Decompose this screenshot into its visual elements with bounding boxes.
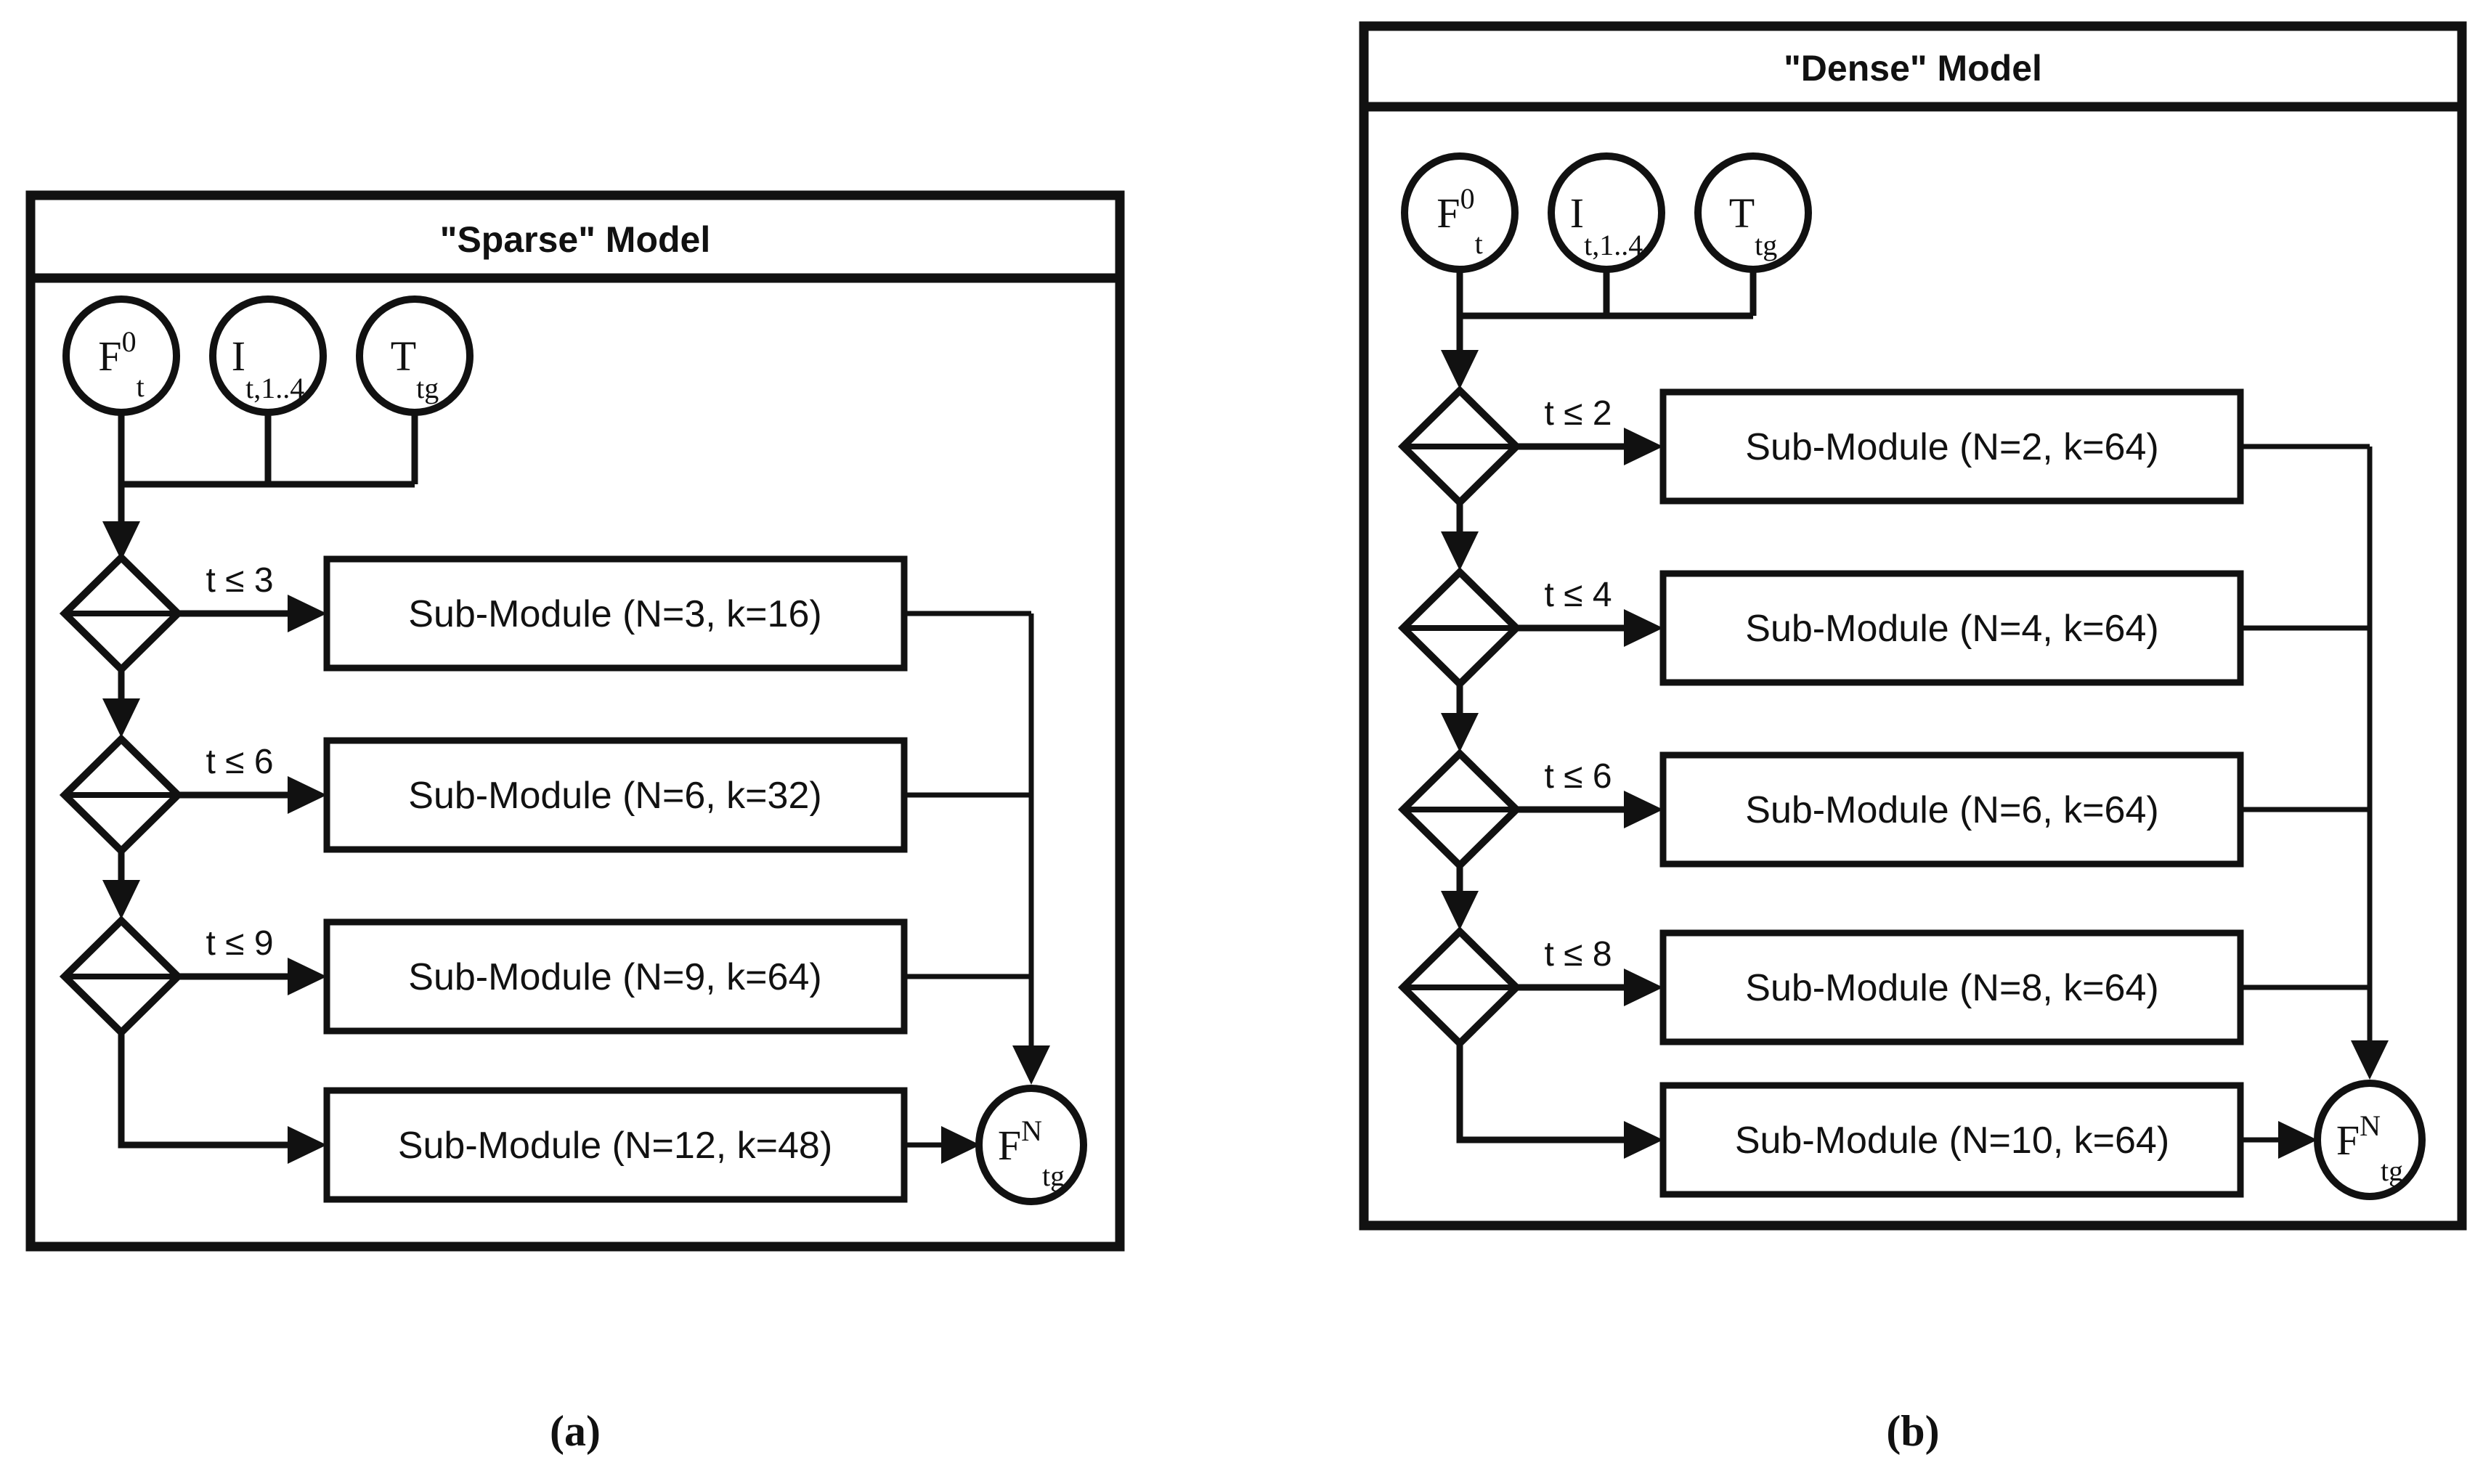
node-main: F <box>2336 1117 2360 1164</box>
arrowhead-icon <box>2351 1040 2389 1080</box>
sparse-model-panel: "Sparse" Model F0t It,1..4 Ttg t ≤ 3 <box>25 190 1125 1252</box>
output-node-fntg <box>975 1085 1087 1205</box>
input-node-f0t-label: F0t <box>98 325 144 403</box>
arrowhead-icon <box>102 698 140 738</box>
condition-label: t ≤ 2 <box>1544 394 1612 433</box>
node-main: F <box>998 1122 1021 1169</box>
sparse-title: "Sparse" Model <box>440 219 711 260</box>
node-sup: N <box>2360 1109 2381 1142</box>
condition-label: t ≤ 8 <box>1544 935 1612 974</box>
node-main: F <box>98 333 121 380</box>
condition-label: t ≤ 6 <box>1544 757 1612 796</box>
module-box-5 <box>1659 1082 2244 1198</box>
input-node-f0t-label: F0t <box>1436 182 1482 260</box>
node-sub: t,1..4 <box>1584 229 1643 261</box>
node-main: F <box>1436 189 1460 237</box>
input-node-ttg-label: Ttg <box>1729 189 1778 261</box>
module-box-2 <box>1659 570 2244 686</box>
module-box-4 <box>1659 929 2244 1045</box>
module-label: Sub-Module (N=12, k=48) <box>398 1125 832 1167</box>
condition-label: t ≤ 9 <box>206 924 273 963</box>
node-main: I <box>1570 189 1584 237</box>
arrowhead-icon <box>1441 350 1479 389</box>
caption-b: (b) <box>1886 1407 1939 1455</box>
node-sup: 0 <box>122 325 137 358</box>
module-box-3 <box>1659 751 2244 868</box>
module-label: Sub-Module (N=6, k=32) <box>408 775 821 817</box>
arrowhead-icon <box>941 1126 980 1164</box>
module-label: Sub-Module (N=4, k=64) <box>1745 608 2158 650</box>
arrowhead-icon <box>1441 713 1479 752</box>
module-label: Sub-Module (N=8, k=64) <box>1745 967 2158 1009</box>
arrowhead-icon <box>1441 531 1479 571</box>
condition-label: t ≤ 4 <box>1544 576 1612 614</box>
input-node-ttg-label: Ttg <box>391 333 439 404</box>
node-sub: t,1..4 <box>245 372 304 404</box>
arrowhead-icon <box>288 958 327 995</box>
dense-title: "Dense" Model <box>1784 48 2042 89</box>
node-main: I <box>232 333 245 380</box>
node-sub: tg <box>1755 229 1777 261</box>
sparse-frame <box>25 190 1125 1252</box>
arrowhead-icon <box>288 595 327 632</box>
output-node-fntg-label: FNtg <box>2336 1109 2403 1187</box>
arrowhead-icon <box>288 776 327 814</box>
node-sup: 0 <box>1460 182 1475 215</box>
else-branch-line <box>118 1032 290 1149</box>
module-box-2 <box>323 737 908 853</box>
output-node-fntg <box>2314 1080 2426 1200</box>
node-main: T <box>1729 189 1755 237</box>
node-sub: tg <box>1042 1159 1065 1192</box>
node-sub: tg <box>2381 1154 2403 1187</box>
arrowhead-icon <box>1012 1045 1050 1085</box>
arrowhead-icon <box>2278 1121 2317 1159</box>
output-node-fntg-label: FNtg <box>998 1114 1065 1192</box>
arrowhead-icon <box>1624 969 1663 1006</box>
arrowhead-icon <box>1624 791 1663 828</box>
module-label: Sub-Module (N=2, k=64) <box>1745 426 2158 468</box>
input-node-it14-label: It,1..4 <box>232 333 304 404</box>
node-main: T <box>391 333 416 380</box>
condition-label: t ≤ 6 <box>206 743 273 781</box>
node-sup: N <box>1021 1114 1042 1147</box>
condition-label: t ≤ 3 <box>206 561 273 600</box>
else-branch-line <box>1456 1043 1627 1143</box>
node-sub: t <box>1475 227 1483 260</box>
module-box-1 <box>323 555 908 672</box>
arrowhead-icon <box>1624 609 1663 647</box>
module-label: Sub-Module (N=6, k=64) <box>1745 789 2158 831</box>
module-label: Sub-Module (N=10, k=64) <box>1735 1120 2169 1162</box>
node-sub: tg <box>416 372 439 404</box>
arrowhead-icon <box>1441 891 1479 930</box>
arrowhead-icon <box>1624 1121 1663 1159</box>
module-label: Sub-Module (N=9, k=64) <box>408 956 821 998</box>
module-label: Sub-Module (N=3, k=16) <box>408 593 821 635</box>
dense-frame <box>1359 21 2467 1231</box>
arrowhead-icon <box>102 880 140 919</box>
caption-a: (a) <box>550 1407 601 1455</box>
arrowhead-icon <box>102 521 140 560</box>
arrowhead-icon <box>288 1126 327 1164</box>
input-node-it14-label: It,1..4 <box>1570 189 1643 261</box>
dense-model-panel: "Dense" Model F0t It,1..4 Ttg <box>1359 21 2467 1231</box>
arrowhead-icon <box>1624 428 1663 465</box>
node-sub: t <box>137 370 145 403</box>
